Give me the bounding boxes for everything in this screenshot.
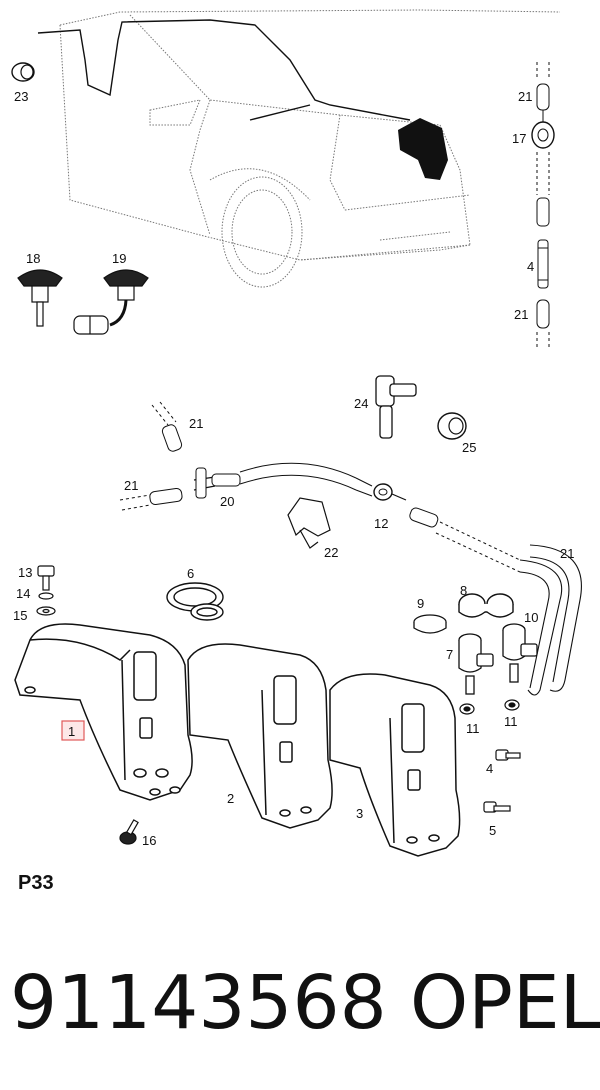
callout-11-right: 11 bbox=[504, 714, 518, 729]
grommet-23 bbox=[11, 62, 35, 82]
car-reservoir-silhouette bbox=[398, 118, 448, 180]
clip-9 bbox=[413, 614, 447, 634]
parts-diagram: 23 21 17 4 21 18 19 24 25 21 21 20 12 22… bbox=[11, 9, 582, 857]
callout-24: 24 bbox=[354, 396, 368, 411]
washer-reservoir-1 bbox=[14, 623, 193, 801]
hose-clip-22 bbox=[287, 497, 331, 549]
callout-4-lower: 4 bbox=[486, 761, 493, 776]
callout-6: 6 bbox=[187, 566, 194, 581]
car-washer-hose bbox=[37, 19, 411, 121]
callout-7: 7 bbox=[446, 647, 453, 662]
washer-nozzle-19 bbox=[73, 269, 149, 335]
callout-25: 25 bbox=[462, 440, 476, 455]
callout-10: 10 bbox=[524, 610, 538, 625]
hose-loops-21 bbox=[519, 544, 582, 696]
callout-1: 1 bbox=[68, 724, 75, 739]
callout-8: 8 bbox=[460, 583, 467, 598]
callout-5: 5 bbox=[489, 823, 496, 838]
hose-assembly-middle bbox=[119, 401, 521, 573]
grommet-11 bbox=[459, 699, 520, 715]
callout-13: 13 bbox=[18, 565, 32, 580]
hose-column-right bbox=[531, 62, 555, 350]
car-outline bbox=[59, 9, 561, 288]
elbow-connector-24 bbox=[375, 375, 417, 439]
callout-3: 3 bbox=[356, 806, 363, 821]
connector-5 bbox=[483, 801, 511, 813]
callout-15: 15 bbox=[13, 608, 27, 623]
washer-reservoir-2 bbox=[187, 643, 333, 829]
callout-21-top: 21 bbox=[518, 89, 532, 104]
brand-name: OPEL bbox=[410, 960, 600, 1046]
callout-23: 23 bbox=[14, 89, 28, 104]
screw-13 bbox=[36, 565, 56, 616]
connector-4 bbox=[495, 749, 521, 761]
washer-pump-7 bbox=[458, 633, 494, 695]
callout-18: 18 bbox=[26, 251, 40, 266]
pump-bracket-8 bbox=[458, 593, 514, 618]
washer-reservoir-3 bbox=[329, 673, 461, 857]
callout-21-mid: 21 bbox=[514, 307, 528, 322]
callout-19: 19 bbox=[112, 251, 126, 266]
highlight-box-part-1 bbox=[61, 720, 85, 741]
grommet-25 bbox=[437, 412, 467, 440]
callout-17: 17 bbox=[512, 131, 526, 146]
part-number: 91143568 bbox=[10, 960, 387, 1046]
callout-21-left: 21 bbox=[124, 478, 138, 493]
washer-nozzle-18 bbox=[17, 269, 63, 327]
callout-11-left: 11 bbox=[466, 721, 480, 736]
callout-21-right: 21 bbox=[560, 546, 574, 561]
washer-pump-10 bbox=[502, 623, 538, 683]
page-code: P33 bbox=[18, 872, 54, 894]
callout-16: 16 bbox=[142, 833, 156, 848]
callout-20: 20 bbox=[220, 494, 234, 509]
callout-14: 14 bbox=[16, 586, 30, 601]
footer: 91143568 OPEL bbox=[10, 948, 600, 1058]
callout-9: 9 bbox=[417, 596, 424, 611]
callout-4-upper: 4 bbox=[527, 259, 534, 274]
callout-22: 22 bbox=[324, 545, 338, 560]
callout-12: 12 bbox=[374, 516, 388, 531]
cap-seal-6 bbox=[166, 582, 224, 621]
callout-21-upper-left: 21 bbox=[189, 416, 203, 431]
callout-labels: 23 21 17 4 21 18 19 24 25 21 21 20 12 22… bbox=[13, 89, 574, 848]
screw-16 bbox=[119, 819, 139, 845]
callout-2: 2 bbox=[227, 791, 234, 806]
